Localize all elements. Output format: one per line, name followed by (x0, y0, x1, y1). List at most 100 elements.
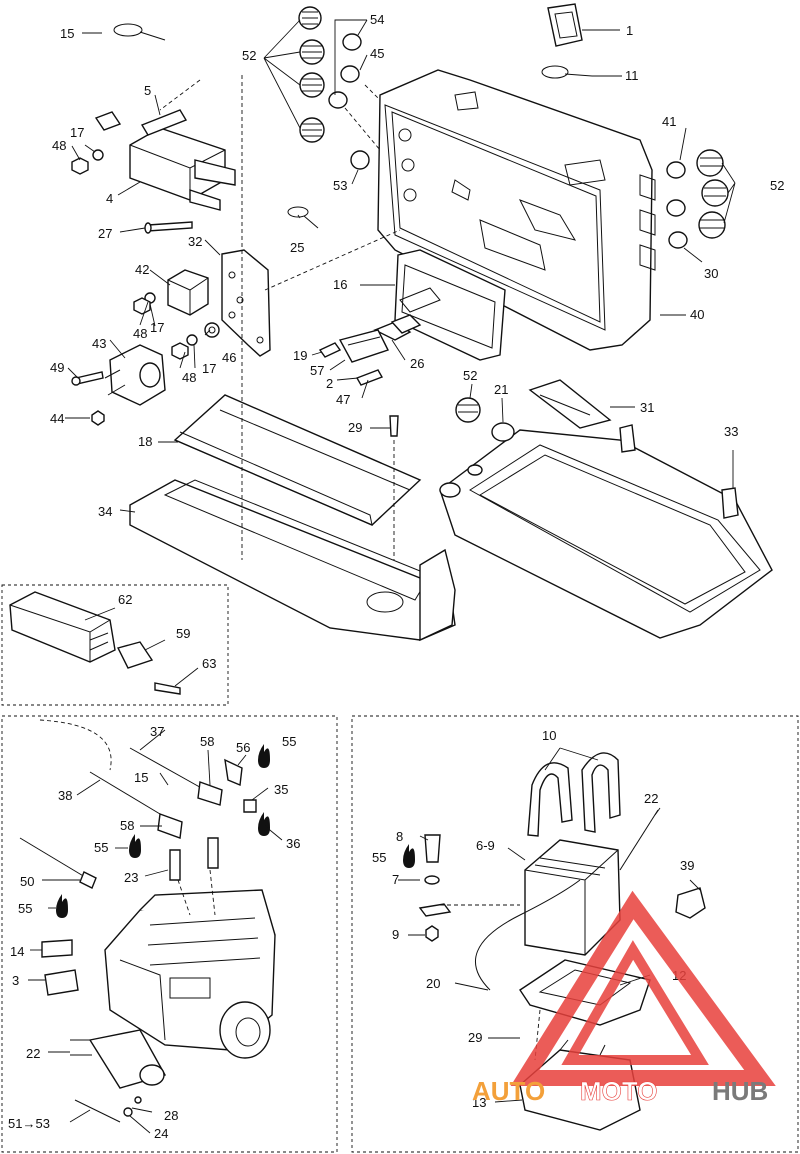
callout-15-low: 15 (134, 770, 148, 785)
electrical-box-cover (377, 69, 656, 351)
nut-44 (91, 410, 105, 426)
callout-30: 30 (704, 266, 718, 281)
callout-41: 41 (662, 114, 676, 129)
bolts-24-28 (74, 1096, 142, 1123)
watermark-word-hub: HUB (712, 1076, 768, 1106)
starter-solenoid-43 (104, 344, 166, 406)
base-tray-34 (129, 479, 456, 642)
connectors-14-3 (41, 939, 79, 996)
callout-32: 32 (188, 234, 202, 249)
callout-29-top: 29 (348, 420, 362, 435)
callout-10: 10 (542, 728, 556, 743)
callout-28: 28 (164, 1108, 178, 1123)
watermark-text: AUTO MOTO HUB (472, 1076, 768, 1107)
callout-25: 25 (290, 240, 304, 255)
fuses-26 (373, 314, 422, 341)
callout-13: 13 (472, 1095, 486, 1110)
callout-38: 38 (58, 788, 72, 803)
callout-29-low: 29 (468, 1030, 482, 1045)
callout-17-top: 17 (70, 125, 84, 140)
relay-42 (167, 269, 209, 316)
watermark-logo (510, 890, 776, 1086)
callout-4: 4 (106, 191, 113, 206)
callout-27: 27 (98, 226, 112, 241)
callout-51-53: 51→53 (8, 1116, 50, 1131)
callout-57: 57 (310, 363, 324, 378)
battery-panel-frame (351, 715, 799, 1153)
battery-6-9 (524, 839, 621, 956)
battery-straps-10 (527, 752, 621, 837)
callout-49: 49 (50, 360, 64, 375)
callout-3: 3 (12, 973, 19, 988)
callout-55-battery: 55 (372, 850, 386, 865)
cable-tie-15 (113, 23, 166, 41)
callout-7: 7 (392, 872, 399, 887)
fuse-block-16 (394, 249, 506, 361)
cable-tie-11 (541, 65, 593, 79)
callout-11: 11 (625, 68, 639, 83)
clip-47 (355, 369, 384, 386)
callout-58-top: 58 (200, 734, 214, 749)
top-leader-lines (65, 19, 736, 687)
callout-46: 46 (222, 350, 236, 365)
callout-6-9: 6-9 (476, 838, 495, 853)
callout-31: 31 (640, 400, 654, 415)
watermark-word-moto: MOTO (580, 1076, 658, 1106)
callout-42: 42 (135, 262, 149, 277)
callout-55-top: 55 (282, 734, 296, 749)
washer-17-top (92, 149, 104, 161)
callout-48-top: 48 (52, 138, 66, 153)
small-grommets (328, 33, 370, 170)
callout-59: 59 (176, 626, 190, 641)
watermark-triangle-outer (510, 890, 776, 1086)
engine-panel-frame (1, 715, 338, 1153)
solenoid-4 (94, 109, 236, 211)
callout-47: 47 (336, 392, 350, 407)
battery-leader-lines (398, 747, 701, 1103)
callout-22-engine: 22 (26, 1046, 40, 1061)
callout-21: 21 (494, 382, 508, 397)
callout-56: 56 (236, 740, 250, 755)
callout-53-top: 53 (333, 178, 347, 193)
callout-52-top-left: 52 (242, 48, 256, 63)
grommet-21 (491, 422, 515, 442)
callout-23: 23 (124, 870, 138, 885)
grommet-cluster-right (666, 149, 729, 249)
top-dashed-lines (159, 75, 401, 560)
connector-59 (116, 641, 154, 669)
pad-18 (173, 394, 422, 526)
screw-49 (71, 371, 104, 386)
callout-22-battery: 22 (644, 791, 658, 806)
callout-43: 43 (92, 336, 106, 351)
cap-56-35 (224, 758, 257, 813)
screw-29-top (389, 415, 399, 437)
callout-15-top: 15 (60, 26, 74, 41)
cable-tie-25 (287, 206, 319, 229)
washers-46-17-48 (133, 292, 220, 360)
optional-parts-frame (1, 584, 229, 706)
callout-55-mid: 55 (94, 840, 108, 855)
callout-18: 18 (138, 434, 152, 449)
starter-motor (70, 1029, 167, 1089)
callout-17-low: 17 (202, 361, 216, 376)
callout-62: 62 (118, 592, 132, 607)
callout-50: 50 (20, 874, 34, 889)
terminal-19 (318, 342, 342, 358)
callout-39: 39 (680, 858, 694, 873)
mounting-bracket-32 (221, 249, 271, 357)
strap-31 (528, 379, 612, 429)
battery-dashed-lines (440, 904, 541, 1061)
callout-20: 20 (426, 976, 440, 991)
callout-14: 14 (10, 944, 24, 959)
screw-27 (144, 221, 193, 234)
callout-2: 2 (326, 376, 333, 391)
callout-52-low: 52 (463, 368, 477, 383)
callout-54: 54 (370, 12, 384, 27)
callout-16: 16 (333, 277, 347, 292)
battery-cables-20-22 (474, 809, 659, 991)
clip-part-1 (547, 3, 583, 47)
grommet-cluster-left (298, 6, 325, 143)
callout-1: 1 (626, 23, 633, 38)
callout-24: 24 (154, 1126, 168, 1141)
